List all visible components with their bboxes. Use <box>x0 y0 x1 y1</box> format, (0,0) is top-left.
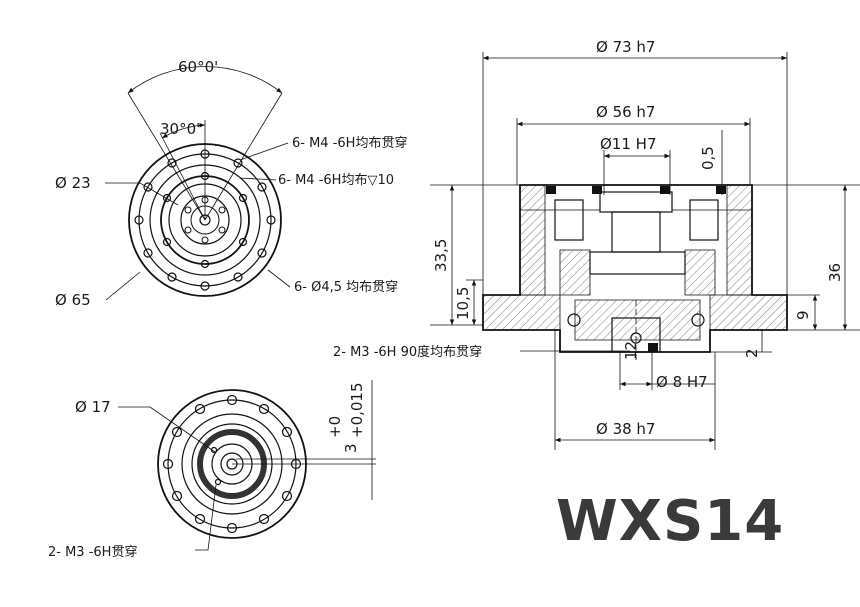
hole-4-5-note: 6- Ø4,5 均布贯穿 <box>294 279 398 295</box>
dia-65-label: Ø 65 <box>55 291 91 309</box>
m4-through-note: 6- M4 -6H均布贯穿 <box>292 135 407 151</box>
dim-9-label: 9 <box>794 310 812 320</box>
front-view: 60°0' 30°0' Ø 23 Ø 65 6- M4 -6H均布贯穿 6- M… <box>55 58 407 309</box>
dim-2-label: 2 <box>743 348 761 358</box>
rear-holes <box>162 394 302 534</box>
tol-lower-label: +0 <box>326 416 344 438</box>
dim-12-label: 12 <box>622 341 640 360</box>
keyway-width-label: 3 <box>342 443 360 453</box>
dim-10-5-label: 10,5 <box>454 287 472 320</box>
dim-0-5-label: 0,5 <box>699 146 717 170</box>
dia-56-label: Ø 56 h7 <box>596 103 655 121</box>
rear-view: Ø 17 2- M3 -6H贯穿 3 +0 +0,015 <box>48 380 376 560</box>
angle-60-label: 60°0' <box>178 58 218 76</box>
m3-90-note: 2- M3 -6H 90度均布贯穿 <box>333 344 482 360</box>
dia-73-label: Ø 73 h7 <box>596 38 655 56</box>
angle-30-label: 30°0' <box>160 120 200 138</box>
dia-17-label: Ø 17 <box>75 398 111 416</box>
section-view: Ø 73 h7 Ø 56 h7 Ø11 H7 0,5 <box>333 38 860 450</box>
m4-depth-note: 6- M4 -6H均布▽10 <box>278 173 394 188</box>
dia-8-label: Ø 8 H7 <box>656 373 708 391</box>
dim-36-label: 36 <box>826 263 844 282</box>
dim-33-5-label: 33,5 <box>432 239 450 272</box>
tol-upper-label: +0,015 <box>348 382 366 438</box>
model-title: WXS14 <box>556 489 784 554</box>
m3-through-note: 2- M3 -6H贯穿 <box>48 544 137 560</box>
dia-38-label: Ø 38 h7 <box>596 420 655 438</box>
dia-11-label: Ø11 H7 <box>600 135 656 153</box>
dia-23-label: Ø 23 <box>55 174 91 192</box>
